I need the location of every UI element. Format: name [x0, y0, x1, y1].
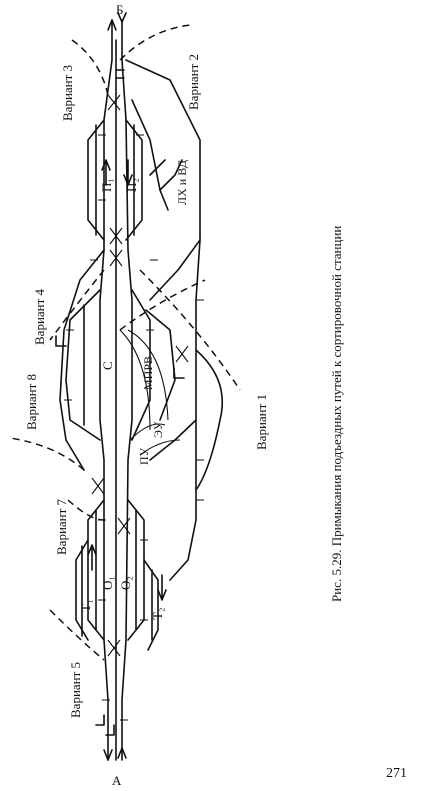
bypass-left	[59, 249, 105, 471]
yard-t1-label: Т₁	[78, 600, 93, 612]
direction-arrows	[103, 12, 127, 761]
endpoint-b-label: Б	[116, 2, 123, 17]
variant-1-label: Вариант 1	[254, 394, 269, 450]
variant-4-label: Вариант 4	[32, 288, 47, 345]
variant-3-label: Вариант 3	[60, 65, 75, 121]
variant-5-label: Вариант 5	[68, 662, 83, 718]
yard-p1-label: П₁	[99, 178, 114, 192]
yard-mprv-label: МПРВ	[141, 356, 155, 390]
yard-p	[87, 119, 143, 241]
page-number: 271	[386, 766, 407, 781]
yard-o2-label: О₂	[118, 576, 133, 590]
variant-1-track	[195, 349, 224, 491]
yard-s	[65, 289, 176, 441]
figure-caption: Рис. 5.29. Примыкания подъездных путей к…	[329, 226, 344, 602]
variant-8-label: Вариант 8	[24, 374, 39, 430]
lh-vd-branch	[131, 99, 183, 211]
yard-pu-label: ПУ	[137, 447, 151, 465]
yard-t2-label: Т₂	[150, 608, 165, 620]
yard-eu-label: ЭУ	[151, 421, 165, 438]
crossovers	[91, 94, 189, 657]
yard-lh-label: ЛХ и ВД	[175, 160, 189, 205]
endpoint-a-label: А	[112, 773, 122, 788]
yard-o1-label: О₁	[100, 576, 115, 590]
bypass-right	[125, 59, 201, 581]
variant-connections	[9, 24, 241, 661]
mprv-curves	[119, 329, 181, 456]
yard-s-label: С	[100, 361, 115, 370]
yard-p2-label: П₂	[124, 178, 139, 192]
main-tracks	[99, 19, 133, 761]
yard-o	[75, 499, 167, 651]
variant-7-label: Вариант 7	[54, 498, 69, 555]
siding-stubs	[55, 69, 185, 736]
variant-2-label: Вариант 2	[186, 54, 201, 110]
